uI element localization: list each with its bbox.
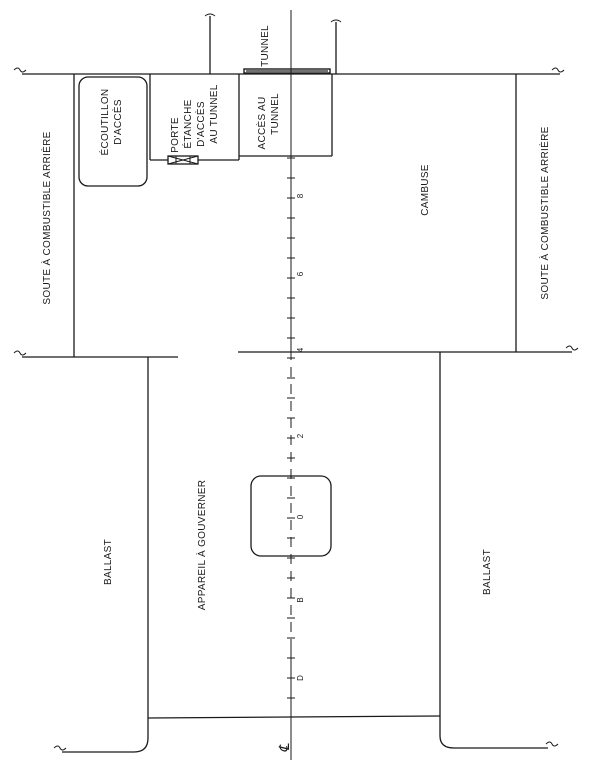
label-appareil: APPAREIL À GOUVERNER (195, 480, 208, 610)
frame-label-4: 4 (296, 347, 305, 352)
label-ballast-right: BALLAST (482, 549, 493, 595)
frame-label-0: 0 (296, 514, 305, 519)
label-porte-3: D'ACCÈS (194, 101, 207, 147)
access-compartment (149, 74, 333, 161)
label-porte-1: PORTE (170, 117, 181, 153)
centerline-symbol: ℄ (277, 743, 293, 753)
frame-label-b: B (296, 597, 305, 602)
lower-hull (53, 716, 559, 753)
label-ballast-left: BALLAST (103, 539, 114, 585)
frame-label-d: D (296, 675, 305, 681)
middle-bulkhead (13, 345, 579, 358)
label-acces-2: TUNNEL (270, 93, 281, 135)
access-hatch (78, 76, 148, 187)
label-ecoutillon-1: ÉCOUTILLON (98, 89, 111, 156)
label-porte-4: AU TUNNEL (209, 84, 220, 143)
steering-gear-compartment (147, 352, 441, 719)
label-tunnel: TUNNEL (260, 25, 271, 67)
tunnel-walls (204, 13, 342, 74)
label-soute-right: SOUTE À COMBUSTIBLE ARRIÈRE (538, 126, 551, 299)
label-cambuse: CAMBUSE (420, 164, 431, 216)
watertight-door-symbol (167, 155, 199, 165)
label-porte-2: ÉTANCHE (181, 99, 194, 148)
label-soute-left: SOUTE À COMBUSTIBLE ARRIÈRE (40, 131, 53, 304)
frame-ticks (287, 157, 295, 699)
label-acces-1: ACCÈS AU (255, 97, 268, 150)
frame-label-6: 6 (296, 271, 305, 276)
frame-label-8: 8 (296, 193, 305, 198)
frame-label-2: 2 (296, 433, 305, 438)
label-ecoutillon-2: D'ACCÈS (111, 99, 124, 145)
